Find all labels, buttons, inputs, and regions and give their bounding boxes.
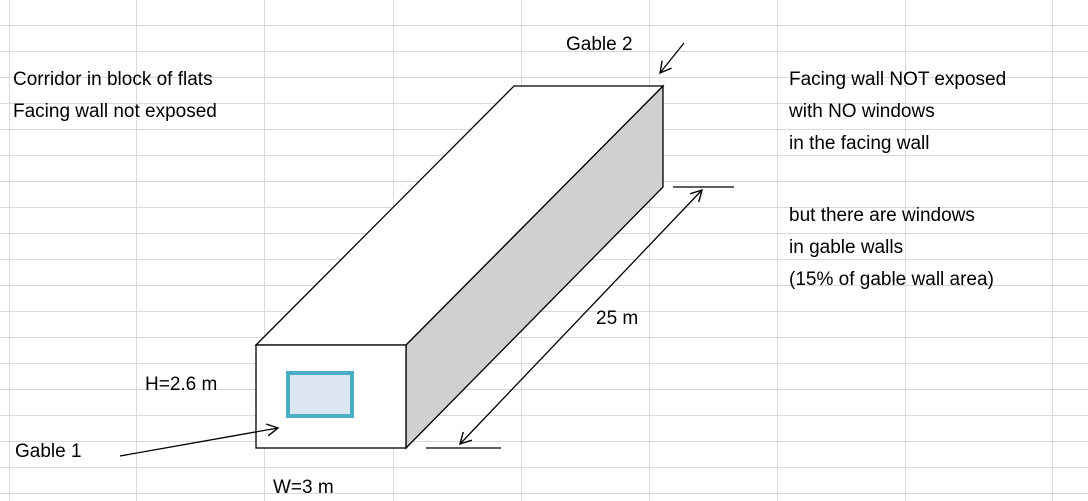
left-note-line2: Facing wall not exposed bbox=[13, 101, 217, 122]
right-note-line6: (15% of gable wall area) bbox=[789, 269, 994, 290]
right-note-line4: but there are windows bbox=[789, 205, 975, 226]
left-note-line1: Corridor in block of flats bbox=[13, 69, 213, 90]
right-note-line1: Facing wall NOT exposed bbox=[789, 69, 1007, 90]
right-note-line5: in gable walls bbox=[789, 237, 904, 258]
gable2-pointer-arrow bbox=[659, 42, 685, 75]
right-note-line2: with NO windows bbox=[789, 101, 935, 122]
height-label: H=2.6 m bbox=[145, 374, 218, 395]
gable-window bbox=[286, 371, 354, 418]
length-dimension-arrow bbox=[458, 188, 704, 446]
width-label: W=3 m bbox=[273, 477, 334, 498]
right-note-line3: in the facing wall bbox=[789, 133, 930, 154]
gable2-label: Gable 2 bbox=[566, 34, 633, 55]
gable1-label: Gable 1 bbox=[15, 441, 82, 462]
gable1-pointer-arrow bbox=[119, 423, 280, 457]
